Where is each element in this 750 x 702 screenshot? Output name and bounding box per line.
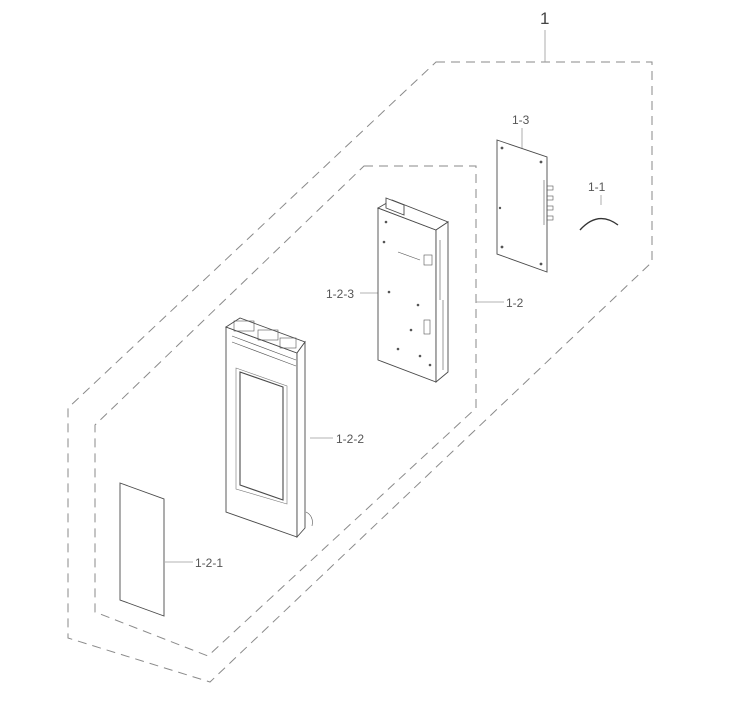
leader-lines [165,30,602,563]
part-1-3-pcb [496,139,554,273]
callout-1-2-3: 1-2-3 [326,287,354,301]
callout-1-1: 1-1 [588,180,606,194]
callout-1-3: 1-3 [512,113,530,127]
assembly-1-boundary [67,61,653,683]
part-1-1-spring [579,217,619,231]
callout-1-2-2: 1-2-2 [336,432,364,446]
callout-1: 1 [540,9,549,28]
part-1-2-1-panel [119,482,165,617]
assembly-1-2-boundary [94,165,477,657]
callout-1-2: 1-2 [506,296,524,310]
part-1-2-3-bracket [376,197,449,383]
callout-1-2-1: 1-2-1 [195,556,223,570]
part-1-2-2-door-frame [224,317,313,539]
